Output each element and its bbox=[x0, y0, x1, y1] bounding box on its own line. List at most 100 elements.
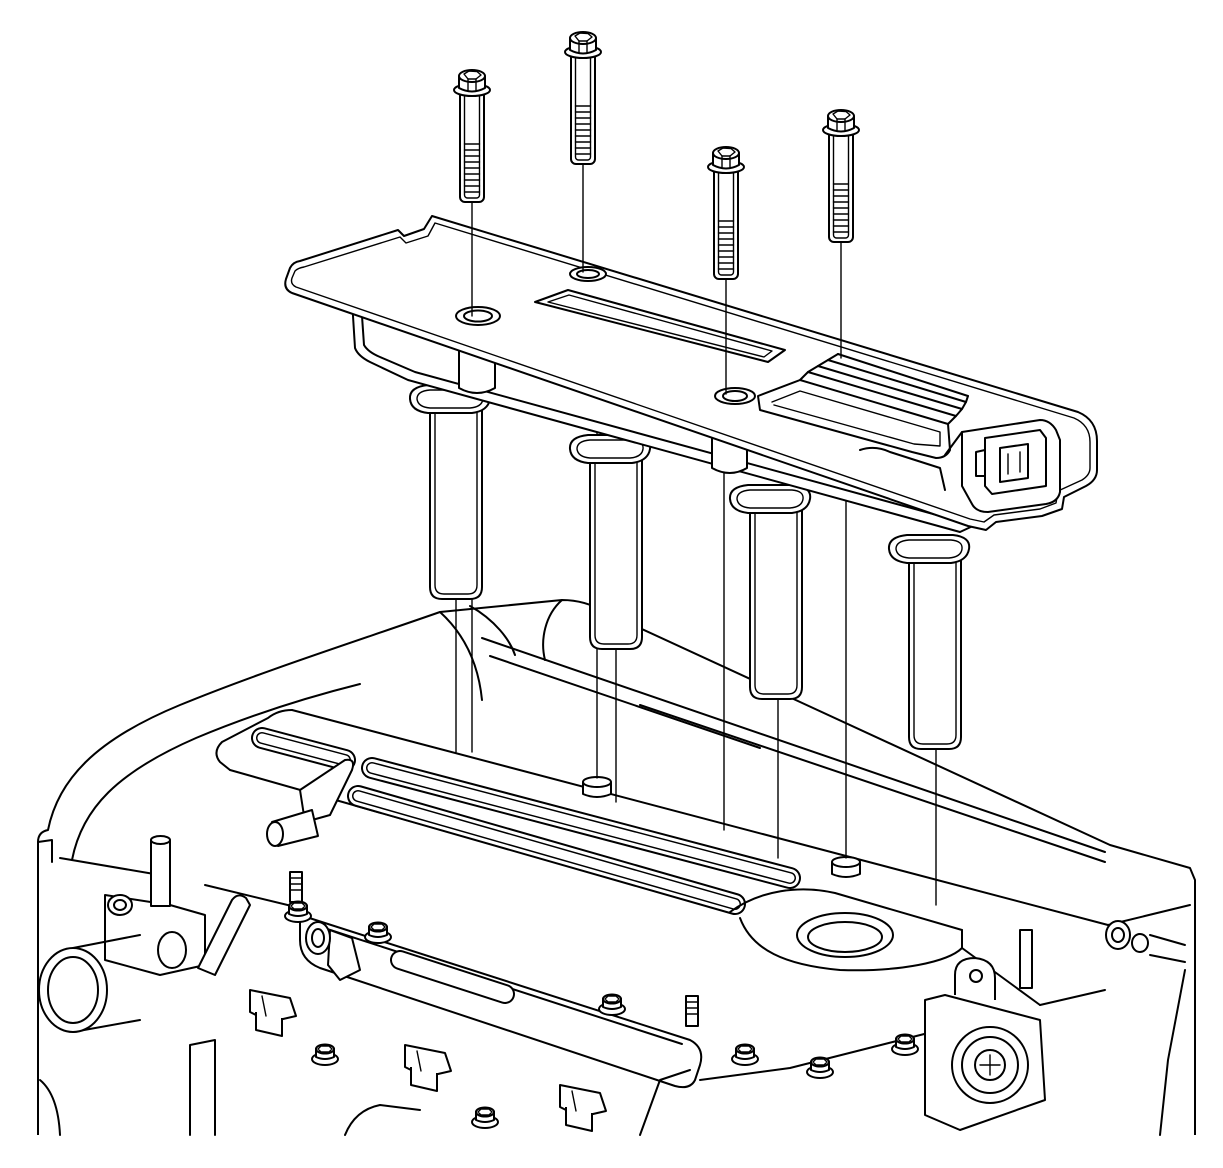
module-raised-pad bbox=[534, 289, 786, 363]
ignition-coil-module bbox=[284, 215, 1098, 533]
coil-boot-4 bbox=[887, 534, 971, 750]
spark-plug-boss-4 bbox=[831, 856, 861, 878]
side-connector bbox=[1105, 920, 1186, 1136]
oil-filler-opening bbox=[796, 912, 894, 958]
heat-sink-base-inner bbox=[771, 390, 941, 447]
bracket-ear bbox=[954, 957, 996, 1000]
stud-right bbox=[685, 995, 699, 1027]
coil-boot-1 bbox=[408, 384, 492, 600]
bolt-3 bbox=[707, 146, 745, 280]
coolant-fittings bbox=[38, 835, 251, 1136]
connector-nut bbox=[1131, 933, 1149, 953]
vent-tube bbox=[150, 839, 171, 907]
module-housing-step bbox=[361, 315, 956, 521]
cover-right-step bbox=[1039, 989, 1106, 1006]
cover-slot-b-inner-fill bbox=[367, 763, 795, 883]
heat-sink-base bbox=[757, 379, 951, 459]
sensor-cross bbox=[979, 1054, 1001, 1076]
block-front-edge bbox=[699, 1029, 941, 1081]
fitting-ring-inner bbox=[113, 899, 127, 911]
heater-fitting bbox=[157, 931, 187, 969]
connector-ring bbox=[1105, 920, 1131, 950]
cover-slot-a-inner-fill bbox=[257, 733, 350, 765]
fastener-6 bbox=[891, 1033, 919, 1056]
camshaft-sensor-assembly bbox=[924, 957, 1046, 1131]
sensor-hub bbox=[974, 1049, 1006, 1081]
fastener-3 bbox=[598, 993, 626, 1016]
filler-dome-front bbox=[739, 917, 963, 972]
bolt-4 bbox=[822, 109, 860, 243]
fastener-7 bbox=[471, 1106, 499, 1129]
head-back-edge-inner bbox=[489, 655, 761, 749]
module-pad-inner bbox=[547, 294, 773, 358]
stud-threads bbox=[685, 1001, 699, 1015]
manifold-flange bbox=[37, 839, 53, 863]
thermostat-outlet-inner bbox=[47, 956, 99, 1024]
thermostat-housing-outlet bbox=[38, 947, 108, 1033]
stud-body bbox=[289, 871, 303, 903]
bolt-hole-3-inner bbox=[722, 390, 748, 402]
spark-plug-boss-2 bbox=[582, 776, 612, 798]
locating-peg bbox=[266, 758, 355, 847]
manifold-runner-curve bbox=[542, 599, 563, 661]
heat-sink-fin bbox=[837, 353, 969, 397]
rail-inlet-inner bbox=[311, 928, 325, 948]
block-lower-edge bbox=[639, 1069, 691, 1136]
bolt-hole-2-inner bbox=[576, 269, 600, 279]
stud-threads bbox=[289, 877, 303, 891]
fastener-4 bbox=[731, 1043, 759, 1066]
peg-bracket bbox=[299, 758, 355, 823]
rail-slot-fill bbox=[392, 952, 513, 1002]
connector-ring-inner bbox=[1111, 927, 1125, 943]
bolt-hole-3 bbox=[714, 387, 756, 405]
cover-lower-edge bbox=[59, 857, 161, 876]
heat-sink-fin bbox=[827, 359, 967, 403]
connector-wire bbox=[1149, 934, 1186, 963]
module-electrical-connector bbox=[961, 419, 1061, 513]
fastener-8 bbox=[311, 1043, 339, 1066]
module-mounting-plate bbox=[284, 215, 1098, 531]
lower-hose bbox=[189, 1039, 216, 1136]
intake-manifold-inner-edge bbox=[71, 683, 361, 861]
module-end-lip bbox=[944, 431, 963, 456]
engine-cylinder-head bbox=[37, 599, 1196, 1136]
fastener-2 bbox=[364, 921, 392, 944]
rail-end-fitting bbox=[327, 929, 361, 981]
bolt-2 bbox=[564, 31, 602, 165]
fitting-ring bbox=[107, 894, 133, 916]
valve-cover-left-end bbox=[215, 709, 293, 771]
heat-sink-fin bbox=[817, 365, 963, 410]
fastener-5 bbox=[806, 1056, 834, 1079]
stud-body bbox=[685, 995, 699, 1027]
filler-dome-ridge bbox=[729, 888, 963, 931]
connector-opening bbox=[984, 429, 1047, 495]
fuel-rail bbox=[299, 914, 703, 1089]
bolt-1 bbox=[453, 69, 491, 203]
vent-tube-end bbox=[150, 835, 171, 845]
hose-clamp bbox=[197, 894, 251, 976]
peg-end bbox=[266, 821, 284, 847]
cover-lower-edge bbox=[204, 884, 301, 909]
fastener-1 bbox=[284, 900, 312, 923]
module-end-step bbox=[859, 446, 946, 491]
cover-slot-c-inner-fill bbox=[353, 791, 740, 909]
coil-boot-3 bbox=[728, 484, 812, 700]
bolt-hole-1-inner bbox=[463, 309, 493, 323]
alignment-lines-upper bbox=[471, 163, 842, 395]
block-lower-curve bbox=[344, 1104, 421, 1136]
connector-pin-block bbox=[999, 443, 1029, 483]
connector-latch bbox=[975, 449, 986, 477]
connector-pins bbox=[1007, 451, 1021, 475]
oil-filler-inner-ring bbox=[807, 921, 883, 953]
module-heat-sink bbox=[757, 353, 969, 459]
harness-line bbox=[1159, 969, 1186, 1136]
heat-sink-fin-ends bbox=[799, 353, 839, 381]
valve-cover-back-edge bbox=[291, 709, 1109, 926]
bolt-hole-2 bbox=[569, 266, 607, 282]
block-curve bbox=[39, 1079, 61, 1136]
manifold-runner-curve bbox=[469, 605, 516, 656]
heat-sink-fin bbox=[807, 371, 957, 417]
bracket-hole bbox=[969, 969, 983, 983]
rail-inlet-ring bbox=[305, 921, 331, 955]
cover-stud bbox=[1019, 929, 1033, 989]
